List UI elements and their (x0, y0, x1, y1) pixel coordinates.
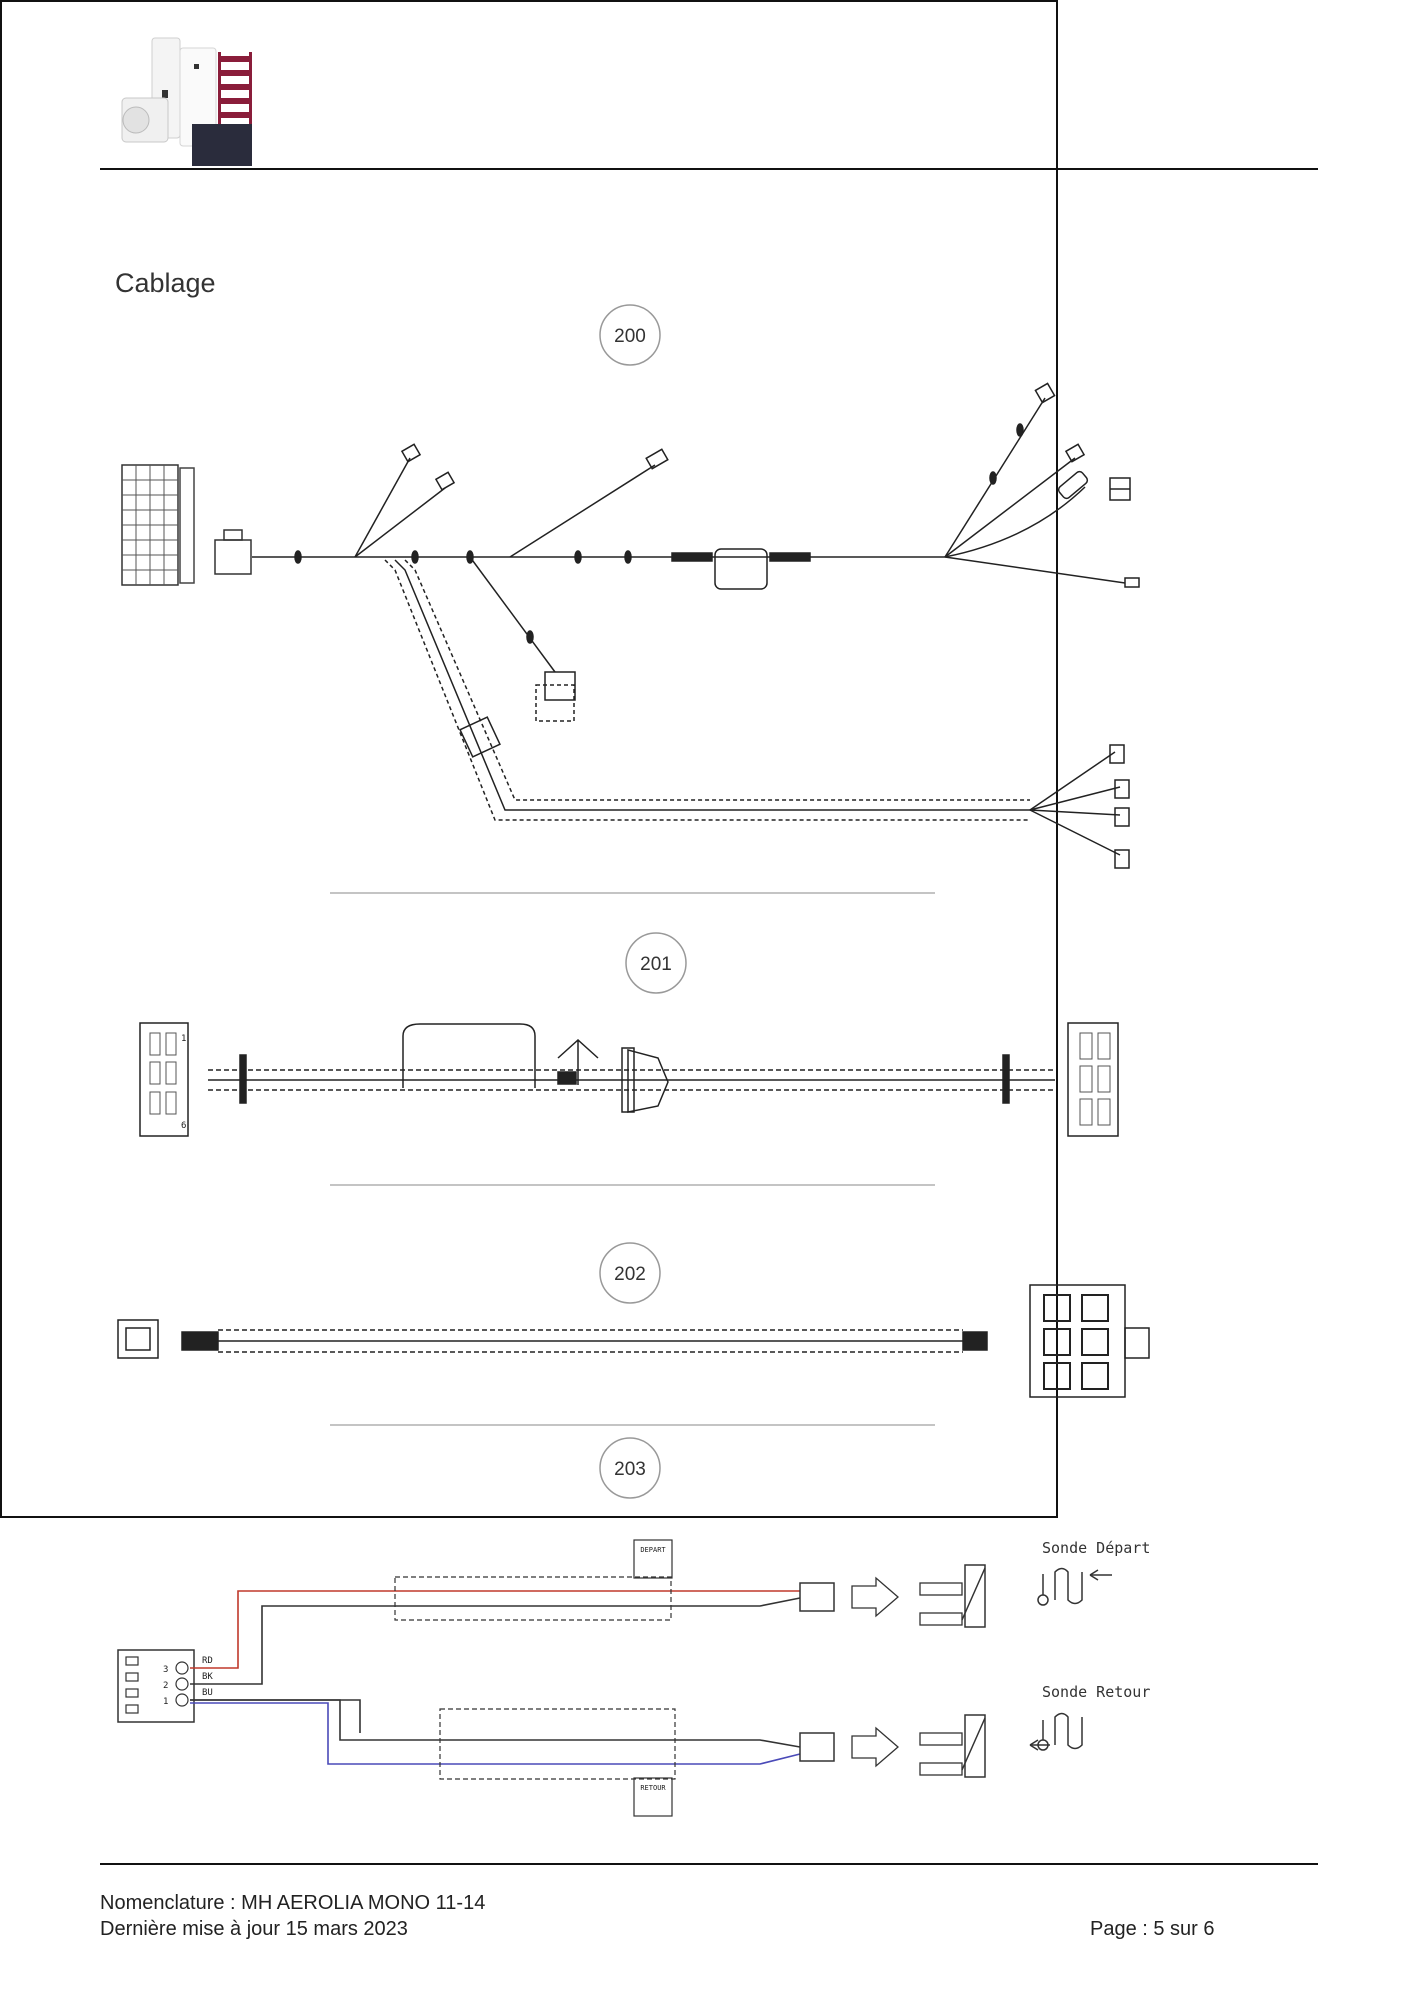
ref-label-202: 202 (614, 1264, 646, 1285)
sensor-retour-icon (1029, 1712, 1083, 1751)
ref-badge-201 (625, 932, 687, 994)
footer-page-number: Page : 5 sur 6 (1090, 1918, 1215, 1940)
harness-202 (117, 1242, 1150, 1426)
pin-number-3: 3 (163, 1665, 168, 1675)
ref-badge-202 (599, 1242, 661, 1304)
ref-label-200: 200 (614, 326, 646, 347)
wire-label-bk: BK (202, 1672, 213, 1682)
wire-label-bu: BU (202, 1688, 213, 1698)
ref-label-203: 203 (614, 1459, 646, 1480)
ref-label-201: 201 (640, 954, 672, 975)
tag-retour: RETOUR (640, 1784, 666, 1792)
footer-rule (100, 1863, 1318, 1865)
ref-badge-203 (599, 1437, 661, 1499)
pin-number-1: 1 (163, 1697, 168, 1707)
pin-label-6: 6 (181, 1121, 186, 1131)
ref-badge-200 (599, 304, 661, 366)
harness-201 (139, 932, 1119, 1186)
header-rule (100, 168, 1318, 170)
harness-203 (117, 1437, 1112, 1817)
sensor-depart-icon (1037, 1567, 1112, 1606)
harness-200 (121, 304, 1140, 894)
sonde-retour-label: Sonde Retour (1042, 1683, 1150, 1701)
pin-number-2: 2 (163, 1681, 168, 1691)
pin-label-1: 1 (181, 1034, 186, 1044)
footer-nomenclature: Nomenclature : MH AEROLIA MONO 11-14 (100, 1892, 486, 1914)
footer-updated: Dernière mise à jour 15 mars 2023 (100, 1918, 408, 1940)
wire-label-rd: RD (202, 1656, 213, 1666)
section-title: Cablage (115, 268, 216, 298)
sonde-depart-label: Sonde Départ (1042, 1539, 1150, 1557)
wiring-frame (0, 0, 1058, 1518)
product-range-logo (121, 37, 252, 166)
tag-depart: DEPART (640, 1546, 666, 1554)
